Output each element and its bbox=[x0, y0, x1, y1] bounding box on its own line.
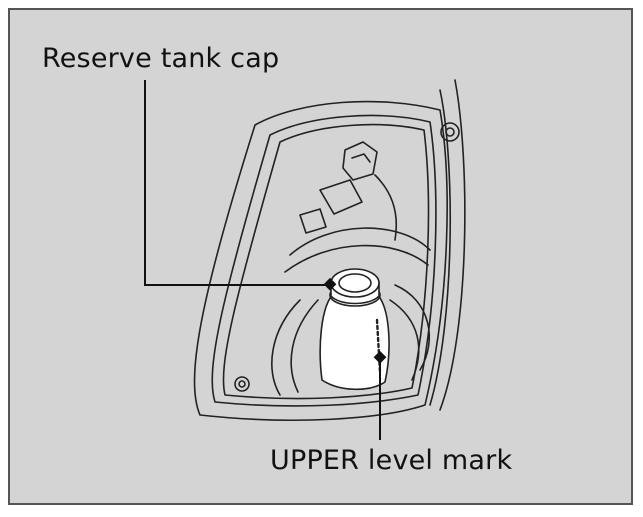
leader-dot-upper bbox=[373, 350, 387, 364]
opening-outer bbox=[193, 100, 448, 421]
reserve-tank bbox=[319, 291, 390, 391]
callout-upper-level-mark: UPPER level mark bbox=[270, 445, 513, 476]
opening-inner bbox=[211, 114, 437, 407]
callout-reserve-tank-cap: Reserve tank cap bbox=[42, 43, 280, 74]
fastener-bottom bbox=[234, 376, 250, 392]
leader-reserve-tank-cap bbox=[144, 80, 330, 286]
fastener-top bbox=[440, 122, 460, 142]
diagram-frame bbox=[8, 8, 633, 505]
body-panel-edge bbox=[439, 79, 466, 411]
leader-dot-cap bbox=[323, 277, 337, 291]
